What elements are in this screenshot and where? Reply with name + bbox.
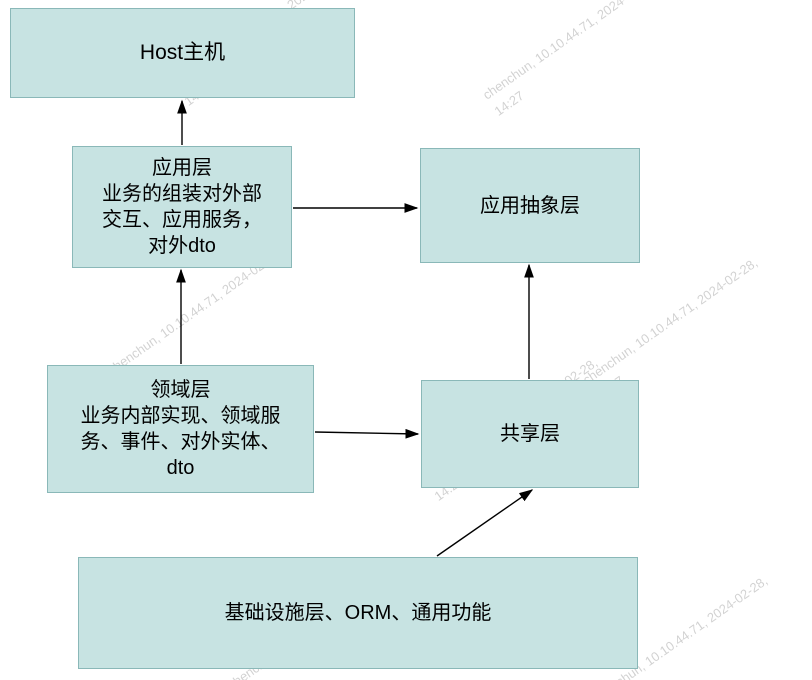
- node-shared-layer: 共享层: [421, 380, 639, 488]
- watermark-text: chenchun, 10.10.44.71, 2024-02-28,: [579, 254, 761, 388]
- node-application-abstraction-label: 应用抽象层: [480, 194, 580, 217]
- node-domain-layer: 领域层 业务内部实现、领域服 务、事件、对外实体、 dto: [47, 365, 314, 493]
- watermark-text: chenchun, 10.10.44.71, 2024-02-28,: [479, 0, 661, 103]
- edge-infrastructure-shared: [436, 489, 534, 557]
- watermark: chenchun, 10.10.44.71, 2024-02-28, 14:27: [479, 0, 673, 120]
- node-host: Host主机: [10, 8, 355, 98]
- node-application-label: 应用层 业务的组装对外部 交互、应用服务， 对外dto: [102, 157, 262, 257]
- node-application-abstraction-layer: 应用抽象层: [420, 148, 640, 263]
- node-application-layer: 应用层 业务的组装对外部 交互、应用服务， 对外dto: [72, 146, 292, 268]
- edge-domain-shared: [314, 428, 420, 439]
- node-host-label: Host主机: [139, 41, 226, 65]
- watermark-time: 14:27: [491, 87, 527, 119]
- node-infrastructure-label: 基础设施层、ORM、通用功能: [224, 602, 492, 624]
- node-domain-label: 领域层 业务内部实现、领域服 务、事件、对外实体、 dto: [80, 379, 281, 479]
- node-shared-label: 共享层: [500, 423, 560, 445]
- node-infrastructure-layer: 基础设施层、ORM、通用功能: [78, 557, 638, 669]
